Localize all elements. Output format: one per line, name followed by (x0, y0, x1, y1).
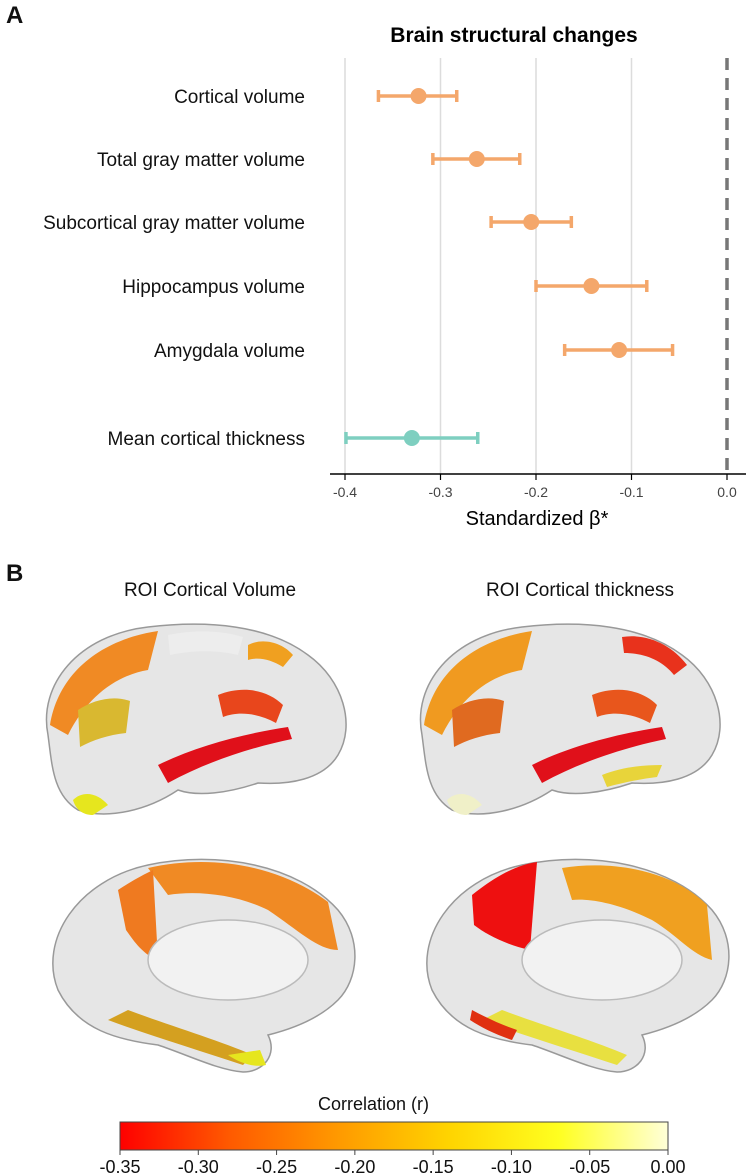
x-tick-label: 0.0 (717, 484, 737, 500)
roi-thickness-title: ROI Cortical thickness (486, 580, 674, 601)
gridlines (344, 58, 633, 474)
row-label: Amygdala volume (154, 341, 305, 362)
colorbar-ticks: -0.35 -0.30 -0.25 -0.20 -0.15 -0.10 -0.05 0.00 (99, 1150, 686, 1176)
forest-plot: Brain structural changes Cortical volume… (43, 24, 746, 530)
colorbar-tick-label: -0.35 (99, 1157, 140, 1176)
colorbar-title: Correlation (r) (317, 1094, 430, 1114)
panel-a-label: A (6, 2, 24, 29)
x-axis-ticks: -0.4 -0.3 -0.2 -0.1 0.0 (333, 474, 737, 500)
colorbar: -0.35 -0.30 -0.25 -0.20 -0.15 -0.10 -0.05 0.00 (99, 1121, 686, 1176)
x-tick-label: -0.1 (619, 484, 643, 500)
colorbar-tick-label: -0.05 (569, 1157, 610, 1176)
colorbar-tick-label: -0.25 (256, 1157, 297, 1176)
estimate-point (468, 151, 485, 167)
estimate-point (410, 88, 427, 104)
estimate-point (611, 342, 628, 358)
row-3: Hippocampus volume (122, 277, 649, 298)
row-label: Mean cortical thickness (108, 429, 305, 450)
brain-thickness-medial (426, 858, 730, 1073)
colorbar-tick-label: -0.15 (413, 1157, 454, 1176)
brain-volume-lateral (45, 623, 347, 815)
row-2: Subcortical gray matter volume (43, 213, 574, 234)
brain-volume-medial (52, 858, 356, 1073)
x-tick-label: -0.4 (333, 484, 357, 500)
row-label: Cortical volume (174, 87, 305, 108)
colorbar-tick-label: 0.00 (650, 1157, 685, 1176)
row-5: Mean cortical thickness (108, 429, 480, 450)
row-label: Total gray matter volume (97, 150, 305, 171)
row-label: Hippocampus volume (122, 277, 305, 298)
roi-volume-title: ROI Cortical Volume (123, 580, 297, 601)
colorbar-tick-label: -0.30 (178, 1157, 219, 1176)
row-label: Subcortical gray matter volume (43, 213, 305, 234)
chart-title: Brain structural changes (390, 24, 637, 47)
colorbar-tick-label: -0.20 (334, 1157, 375, 1176)
brain-thickness-lateral (419, 623, 721, 815)
panel-b-label: B (6, 560, 24, 587)
x-tick-label: -0.3 (428, 484, 452, 500)
estimate-point (583, 278, 600, 294)
estimate-point (523, 214, 540, 230)
row-1: Total gray matter volume (97, 150, 522, 171)
colorbar-tick-label: -0.10 (491, 1157, 532, 1176)
colorbar-gradient (119, 1121, 669, 1151)
x-tick-label: -0.2 (524, 484, 548, 500)
row-4: Amygdala volume (154, 341, 675, 362)
estimate-point (403, 430, 420, 446)
row-0: Cortical volume (174, 87, 459, 108)
x-axis-label: Standardized β* (466, 508, 609, 530)
